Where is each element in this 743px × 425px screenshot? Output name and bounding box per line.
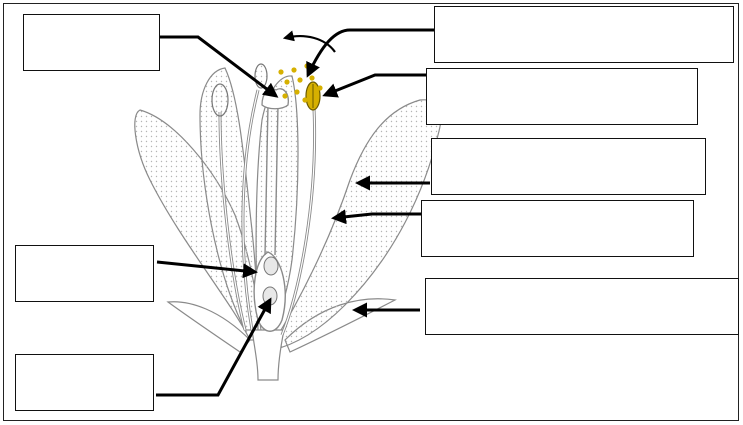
- sepal-left: [166, 301, 251, 353]
- style: [264, 104, 279, 256]
- filament-left-inner: [219, 111, 246, 331]
- label-box-top-right[interactable]: [434, 6, 734, 63]
- label-box-top-left[interactable]: [23, 14, 160, 71]
- ovule-upper: [263, 256, 279, 276]
- label-box-sepal[interactable]: [425, 278, 739, 335]
- filament-middle-inner: [242, 89, 259, 331]
- receptacle: [251, 329, 285, 381]
- filament-right-inner: [281, 107, 316, 336]
- leader-arrows: [156, 28, 434, 397]
- stigma: [261, 88, 289, 110]
- petal-back-left: [199, 67, 259, 331]
- label-box-ovule[interactable]: [15, 245, 154, 302]
- label-box-anther[interactable]: [426, 68, 698, 125]
- pollination-arrow: [282, 30, 336, 53]
- label-box-filament[interactable]: [421, 200, 694, 257]
- label-box-petal[interactable]: [431, 138, 706, 195]
- label-box-ovary[interactable]: [15, 354, 154, 411]
- anther-left: [211, 83, 229, 117]
- pollen-grains: [278, 63, 323, 103]
